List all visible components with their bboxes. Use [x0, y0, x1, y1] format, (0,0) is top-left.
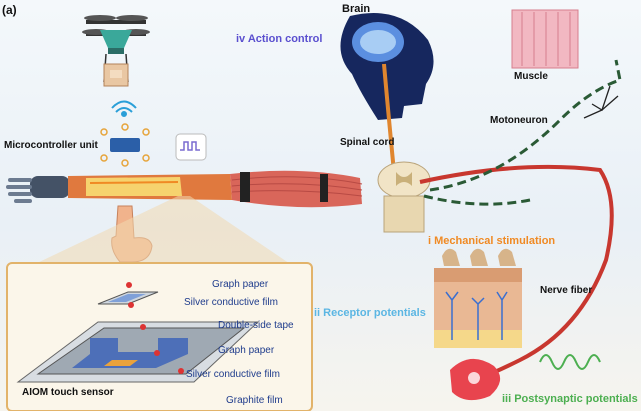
microcontroller-icon — [100, 123, 150, 167]
mechanical-stimulation-label: i Mechanical stimulation — [428, 235, 556, 247]
muscle-icon — [511, 9, 579, 69]
brain-label: Brain — [342, 3, 371, 15]
nerve-fiber-label: Nerve fiber — [540, 285, 593, 296]
prosthetic-arm — [68, 170, 363, 208]
sensor-layers-illustration — [16, 291, 260, 383]
layer-double-side-tape: Double-side tape — [218, 320, 294, 331]
action-control-label: iv Action control — [236, 33, 323, 45]
motoneuron-label: Motoneuron — [490, 115, 548, 126]
spinal-cord-label: Spinal cord — [340, 137, 395, 148]
layer-graph-paper-2: Graph paper — [218, 345, 275, 356]
microcontroller-label: Microcontroller unit — [4, 140, 98, 151]
layer-graphite-film: Graphite film — [226, 395, 283, 406]
layer-graph-paper-1: Graph paper — [212, 279, 269, 290]
robotic-hand-icon — [6, 176, 70, 203]
wireless-icon — [111, 100, 137, 117]
muscle-label: Muscle — [514, 71, 548, 82]
spinal-cord-icon — [377, 161, 431, 233]
sensor-inset: Graph paper Silver conductive film Doubl… — [6, 262, 313, 411]
layer-silver-film-1: Silver conductive film — [184, 297, 278, 308]
drone-icon — [82, 15, 150, 87]
postsynaptic-wave — [539, 354, 601, 370]
zoom-cone — [14, 196, 305, 274]
skin-receptor-icon — [434, 248, 522, 348]
neuron-icon — [450, 358, 501, 401]
signal-wave-icon — [175, 133, 207, 161]
spinal-nerve — [382, 63, 396, 173]
receptor-potentials-label: ii Receptor potentials — [314, 307, 426, 319]
panel-label: (a) — [2, 3, 17, 17]
layer-silver-film-2: Silver conductive film — [186, 369, 280, 380]
brain-head-icon — [340, 13, 434, 120]
motoneuron-line — [429, 59, 622, 192]
postsynaptic-potentials-label: iii Postsynaptic potentials — [502, 393, 638, 405]
motoneuron-arrow — [583, 85, 619, 119]
inset-title: AIOM touch sensor — [22, 387, 114, 398]
